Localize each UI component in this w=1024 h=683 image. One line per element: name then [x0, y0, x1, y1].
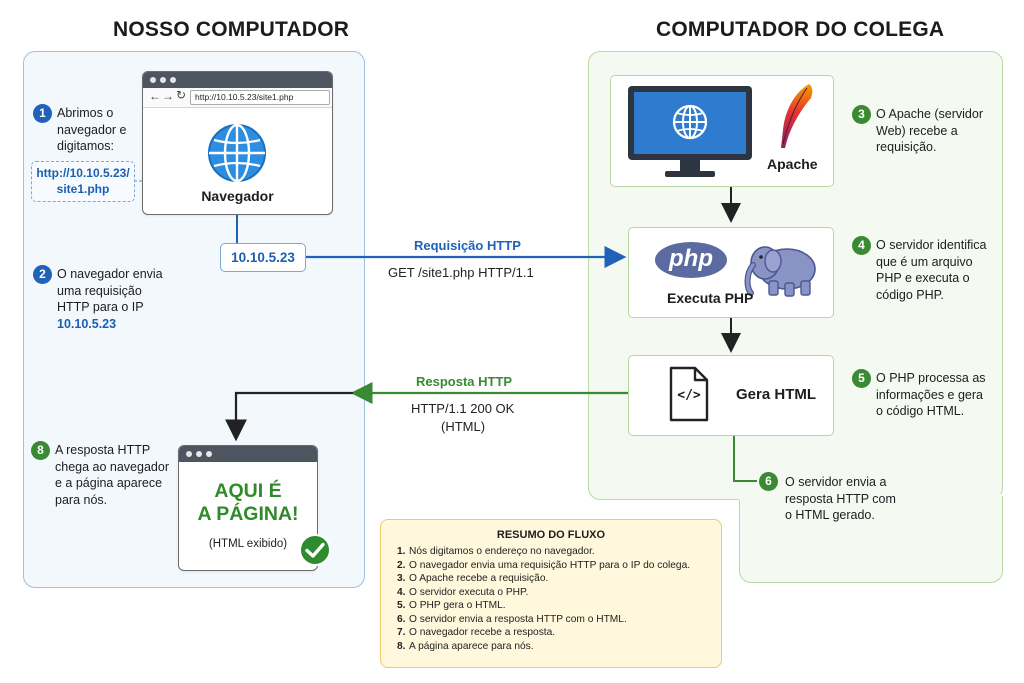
php-label: Executa PHP	[667, 290, 754, 306]
request-title: Requisição HTTP	[414, 238, 521, 253]
step-8-text: A resposta HTTP chega ao navegador e a p…	[55, 443, 169, 507]
typed-url-line1: http://10.10.5.23/	[36, 166, 130, 180]
step-4-text: O servidor identifica que é um arquivo P…	[876, 238, 987, 302]
typed-url-box: http://10.10.5.23/ site1.php	[31, 161, 135, 202]
summary-item: 2.O navegador envia uma requisição HTTP …	[397, 559, 691, 571]
step-3-text: O Apache (servidor Web) recebe a requisi…	[876, 107, 983, 154]
back-icon[interactable]: ←	[149, 89, 161, 103]
left-title: NOSSO COMPUTADOR	[113, 18, 350, 41]
browser-toolbar: ← → ↻ http://10.10.5.23/site1.php	[143, 88, 332, 108]
result-page-window: AQUI É A PÁGINA! (HTML exibido)	[178, 445, 331, 571]
summary-item: 6.O servidor envia a resposta HTTP com o…	[397, 613, 627, 625]
step-8-badge: 8	[31, 441, 50, 460]
reload-icon[interactable]: ↻	[176, 88, 187, 102]
ip-text: 10.10.5.23	[231, 250, 295, 265]
response-detail-2: (HTML)	[441, 419, 486, 434]
apache-label: Apache	[767, 156, 818, 172]
summary-item: 5.O PHP gera o HTML.	[397, 600, 506, 611]
server-card: Apache	[610, 75, 834, 187]
browser-label: Navegador	[201, 188, 274, 204]
step-6-badge: 6	[759, 472, 778, 491]
forward-icon[interactable]: →	[162, 89, 174, 103]
step-2-ip: 10.10.5.23	[57, 316, 117, 331]
step-1-badge: 1	[33, 104, 52, 123]
html-label: Gera HTML	[736, 386, 817, 403]
summary-item: 1.Nós digitamos o endereço no navegador.	[397, 546, 595, 557]
step-3-badge: 3	[852, 105, 871, 124]
step-2-badge: 2	[33, 265, 52, 284]
summary-item: 7.O navegador recebe a resposta.	[397, 627, 556, 638]
apache-feather-icon	[781, 84, 813, 148]
response-detail-1: HTTP/1.1 200 OK	[411, 401, 515, 416]
browser-window: ← → ↻ http://10.10.5.23/site1.php Navega…	[142, 71, 333, 215]
php-card: php Executa PHP	[628, 227, 834, 318]
result-headline: AQUI É A PÁGINA!	[197, 480, 299, 525]
globe-icon	[208, 123, 266, 183]
right-panel-extension	[739, 496, 1003, 583]
step-5-badge: 5	[852, 369, 871, 388]
address-bar[interactable]: http://10.10.5.23/site1.php	[190, 90, 330, 105]
browser-title-bar	[143, 72, 332, 88]
step-4-badge: 4	[852, 236, 871, 255]
step-5-text: O PHP processa as informações e gera o c…	[876, 371, 986, 418]
php-logo: php	[655, 242, 727, 278]
step-2-text: O navegador envia uma requisição HTTP pa…	[57, 267, 163, 331]
ip-box: 10.10.5.23	[220, 243, 306, 272]
result-caption: (HTML exibido)	[208, 538, 288, 550]
result-page-title-bar	[179, 446, 317, 462]
right-title: COMPUTADOR DO COLEGA	[656, 18, 945, 41]
response-title: Resposta HTTP	[416, 374, 513, 389]
typed-url-line2: site1.php	[56, 182, 110, 196]
checkmark-icon	[299, 534, 331, 566]
summary-item: 4.O servidor executa o PHP.	[397, 586, 529, 598]
step-1-text: Abrimos o navegador e digitamos:	[57, 106, 127, 153]
summary-item: 3.O Apache recebe a requisição.	[397, 573, 549, 584]
html-card: </> Gera HTML	[628, 355, 834, 436]
summary-item: 8.A página aparece para nós.	[397, 640, 534, 652]
monitor-icon	[628, 86, 752, 177]
summary-box: RESUMO DO FLUXO 1.Nós digitamos o endere…	[380, 519, 722, 668]
step-6-text: O servidor envia a resposta HTTP com o H…	[785, 475, 896, 522]
summary-list: 1.Nós digitamos o endereço no navegador.…	[397, 545, 721, 653]
elephant-icon	[744, 246, 816, 297]
summary-title: RESUMO DO FLUXO	[496, 529, 606, 541]
code-file-glyph: </>	[677, 388, 701, 403]
code-file-icon	[669, 366, 709, 422]
request-detail: GET /site1.php HTTP/1.1	[388, 265, 534, 280]
